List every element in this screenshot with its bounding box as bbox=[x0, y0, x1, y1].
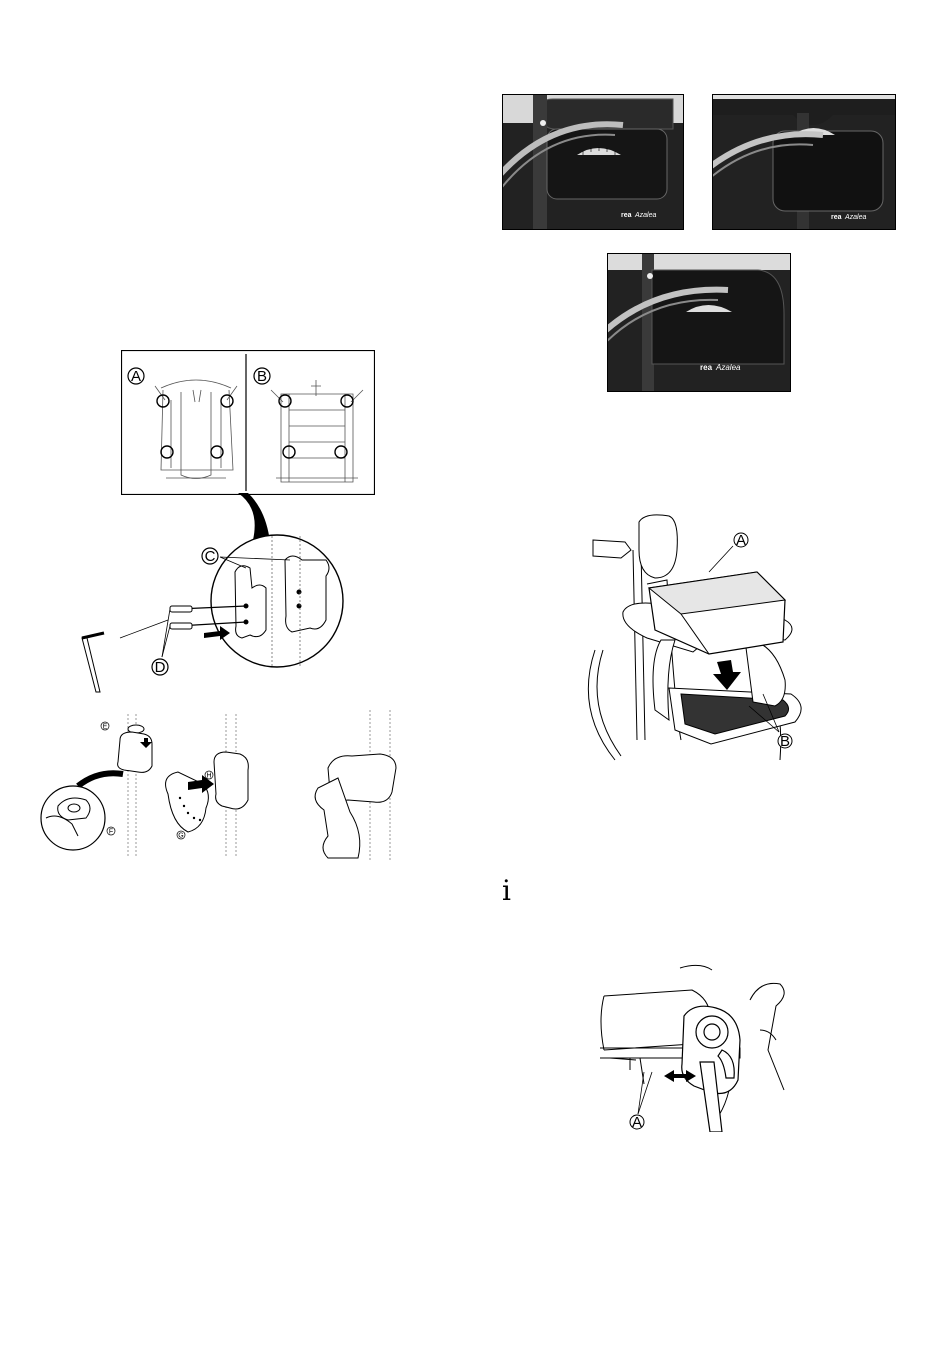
armrest-label-f: F bbox=[109, 829, 113, 836]
armrest-assembly-figure: E F G H bbox=[28, 708, 418, 863]
cushion-label-a: A bbox=[736, 532, 746, 549]
bracket-label-a: A bbox=[632, 1114, 642, 1131]
info-icon: i bbox=[502, 877, 516, 905]
frame-label-b: B bbox=[257, 368, 267, 385]
plate-label-b: B bbox=[780, 733, 790, 750]
bracket-mount-figure: C D bbox=[70, 490, 360, 695]
seat-cushion-drawing: A B bbox=[585, 510, 820, 765]
frame-figure: A B bbox=[121, 350, 375, 495]
photo1-model: Azalea bbox=[634, 212, 657, 219]
photo2-logo: rea bbox=[831, 214, 842, 221]
armrest-assembly-drawing: E F G H bbox=[28, 708, 418, 863]
product-photo-1: rea Azalea bbox=[502, 94, 684, 230]
armrest-label-g: G bbox=[178, 833, 183, 840]
insert-arrow bbox=[713, 660, 741, 690]
seat-bracket-figure: A bbox=[600, 960, 810, 1132]
photo3-model: Azalea bbox=[715, 363, 741, 372]
callout-pointer bbox=[238, 493, 270, 542]
armrest-label-h: H bbox=[206, 773, 211, 780]
seat-cushion-figure: A B bbox=[585, 510, 820, 765]
product-photo-2: rea Azalea bbox=[712, 94, 896, 230]
photo3-logo: rea bbox=[700, 363, 713, 372]
product-photo-3: rea Azalea bbox=[607, 253, 791, 392]
bracket-mount-drawing: C D bbox=[70, 490, 360, 695]
frame-drawing: A B bbox=[121, 350, 375, 495]
screw-label-d: D bbox=[155, 659, 166, 676]
photo2-model: Azalea bbox=[844, 214, 867, 221]
frame-label-a: A bbox=[131, 368, 141, 385]
photo1-logo: rea bbox=[621, 212, 632, 219]
armrest-label-e: E bbox=[103, 724, 108, 731]
seat-bracket-drawing: A bbox=[600, 960, 810, 1132]
bracket-label-c: C bbox=[205, 548, 216, 565]
